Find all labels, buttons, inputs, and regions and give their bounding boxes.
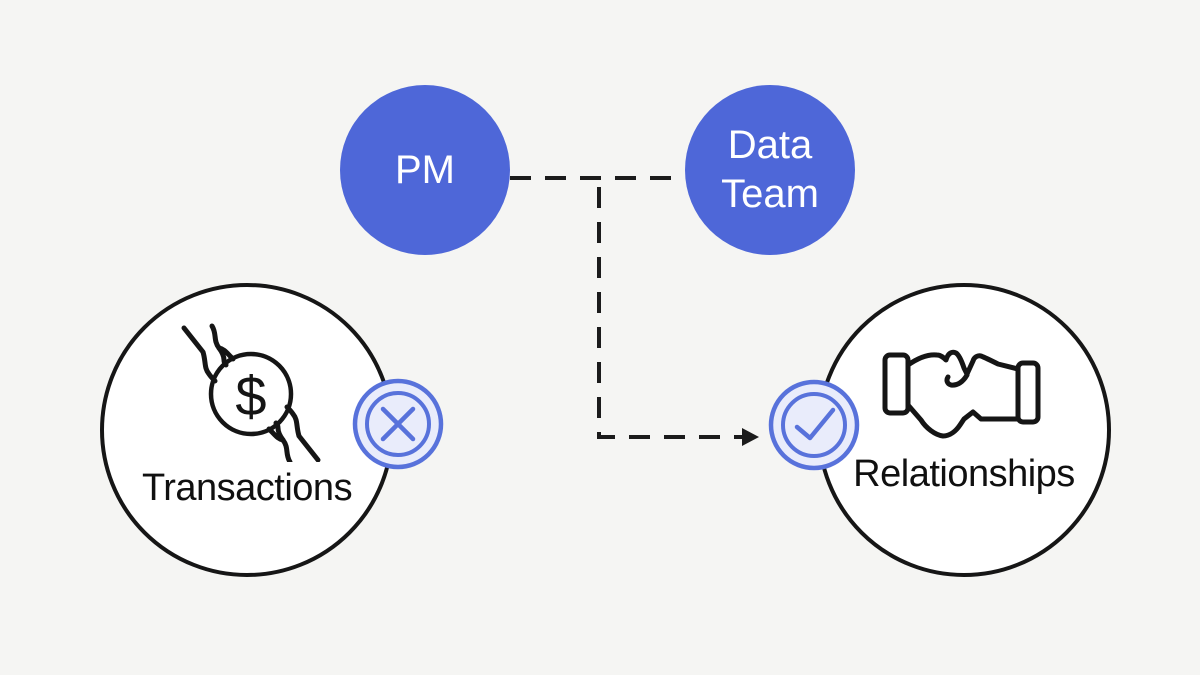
approve-badge <box>768 379 860 471</box>
transactions-circle: $ Transactions <box>100 283 394 577</box>
dashed-line-to-relationships <box>597 187 742 439</box>
relationships-circle: Relationships <box>817 283 1111 577</box>
x-icon <box>380 406 416 442</box>
relationships-label: Relationships <box>853 453 1075 495</box>
pm-node-label: PM <box>395 147 455 192</box>
handshake-icon <box>882 349 1041 439</box>
data-team-node-label: Data Team <box>721 123 819 216</box>
reject-badge <box>352 378 444 470</box>
dollar-sign-glyph: $ <box>235 365 266 428</box>
arrowhead-icon <box>742 428 759 446</box>
transactions-label: Transactions <box>141 467 353 509</box>
data-team-node: Data Team <box>685 85 855 255</box>
pm-node: PM <box>340 85 510 255</box>
hands-exchanging-coin-icon: $ <box>181 323 332 462</box>
check-icon <box>794 407 836 441</box>
